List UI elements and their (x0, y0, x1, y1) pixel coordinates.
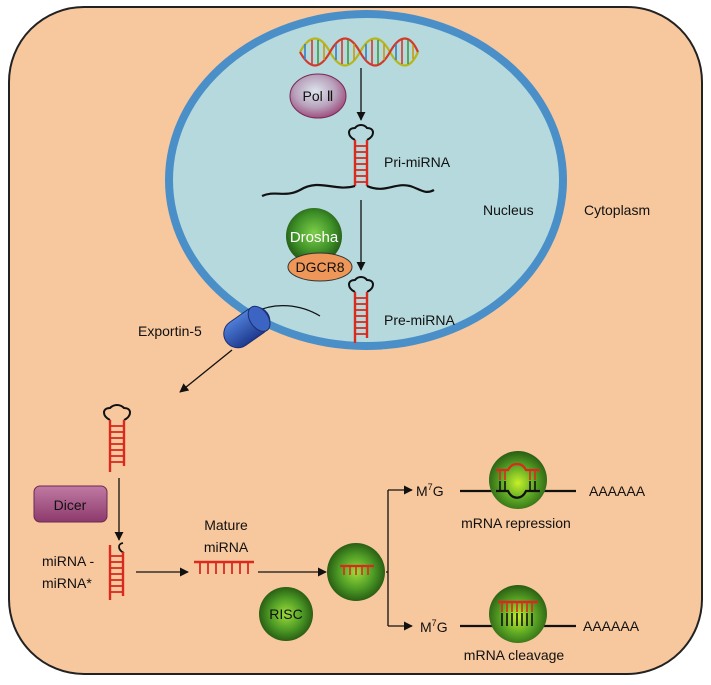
dgcr8-protein (287, 252, 353, 282)
cytoplasm-label: Cytoplasm (584, 202, 650, 218)
dgcr8-label: DGCR8 (295, 259, 344, 275)
cleavage-label: mRNA cleavage (464, 647, 565, 663)
risc-complex (259, 587, 313, 641)
arrow-export (179, 349, 233, 393)
cap-label-bottom: M7G (420, 618, 448, 635)
dicer-enzyme (33, 485, 108, 523)
duplex-label-line1: miRNA - (42, 553, 94, 569)
drosha-enzyme (286, 208, 342, 264)
cleavage-binding (498, 600, 538, 626)
cap-label-top: M7G (416, 482, 444, 499)
pre-mirna-label: Pre-miRNA (384, 312, 455, 328)
mirna-duplex (108, 542, 125, 600)
risc-repression-complex (489, 451, 547, 509)
dicer-label: Dicer (54, 497, 87, 513)
repression-label: mRNA repression (461, 515, 571, 531)
mature-label-line2: miRNA (204, 539, 249, 555)
poly-a-top: AAAAAA (589, 483, 646, 499)
exportin-5-label: Exportin-5 (138, 323, 202, 339)
risc-loaded-mirna (340, 564, 374, 575)
pol-ii-enzyme (289, 73, 347, 119)
pri-mirna-label: Pri-miRNA (384, 154, 451, 170)
duplex-label-line2: miRNA* (42, 575, 92, 591)
repression-binding (496, 462, 540, 499)
mature-label-line1: Mature (204, 517, 248, 533)
drosha-label: Drosha (290, 229, 339, 246)
risc-label: RISC (269, 606, 302, 622)
dna-helix-icon (299, 37, 420, 67)
pre-mirna-hairpin (348, 276, 374, 343)
exportin-5-channel (223, 305, 271, 349)
mature-mirna-strand (194, 560, 254, 574)
pri-mirna-hairpin (261, 124, 435, 198)
pol-ii-label: Pol Ⅱ (302, 88, 333, 104)
nucleus-label: Nucleus (483, 202, 534, 218)
cytoplasmic-pre-mirna (103, 404, 131, 472)
poly-a-bottom: AAAAAA (583, 618, 640, 634)
branch-arrows (386, 485, 413, 631)
risc-cleavage-complex (489, 585, 547, 643)
